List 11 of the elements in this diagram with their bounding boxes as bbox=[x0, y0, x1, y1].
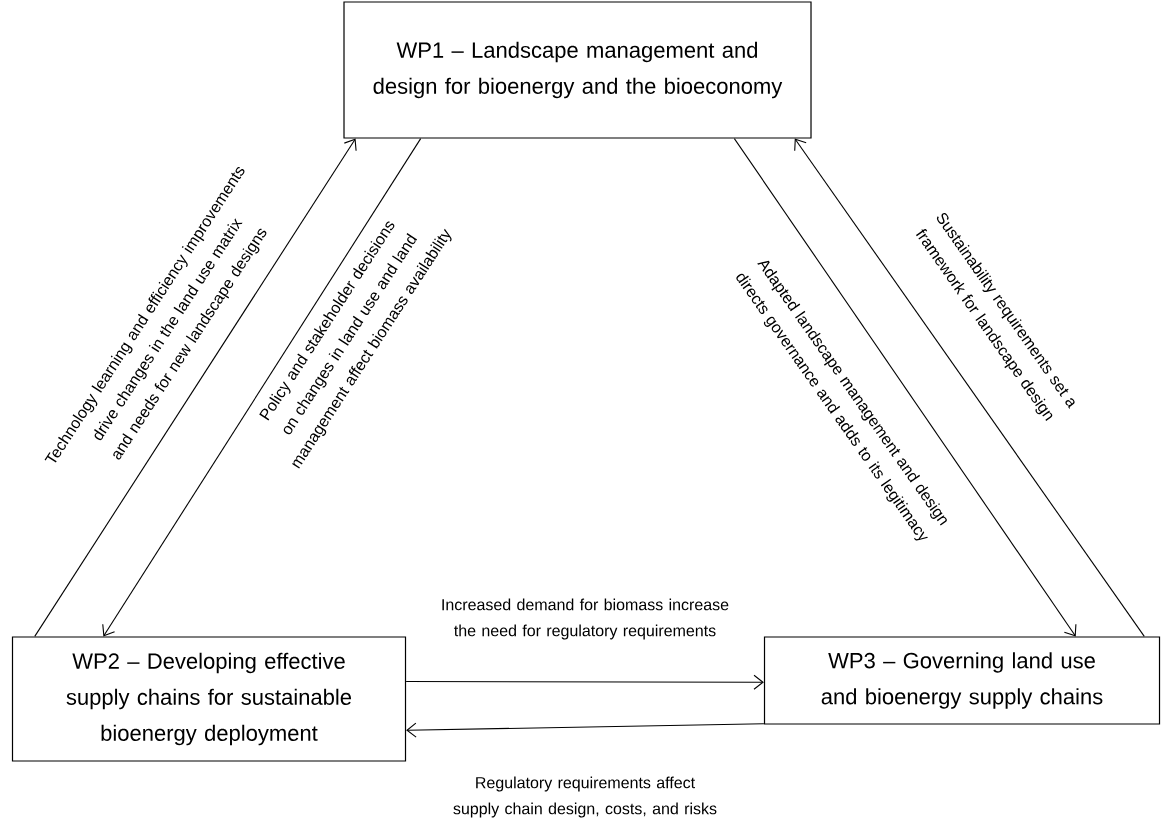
arrow bbox=[733, 138, 1077, 637]
arrow bbox=[34, 138, 357, 637]
edge-label: Regulatory requirements affect supply chain design, costs, and risks bbox=[453, 776, 717, 818]
arrow bbox=[102, 138, 422, 637]
arrow bbox=[405, 674, 764, 690]
arrow bbox=[406, 722, 765, 738]
process-box: WP3 – Governing land use and bioenergy supply chains bbox=[763, 636, 1161, 725]
process-box: WP1 – Landscape management and design for bioenergy and the bioeconomy bbox=[343, 1, 812, 139]
arrow bbox=[794, 138, 1145, 637]
edge-label: Increased demand for biomass increase the need for regulatory requirements bbox=[442, 598, 729, 640]
process-box: WP2 – Developing effective supply chains for sustainable bioenergy deployment bbox=[11, 636, 407, 762]
